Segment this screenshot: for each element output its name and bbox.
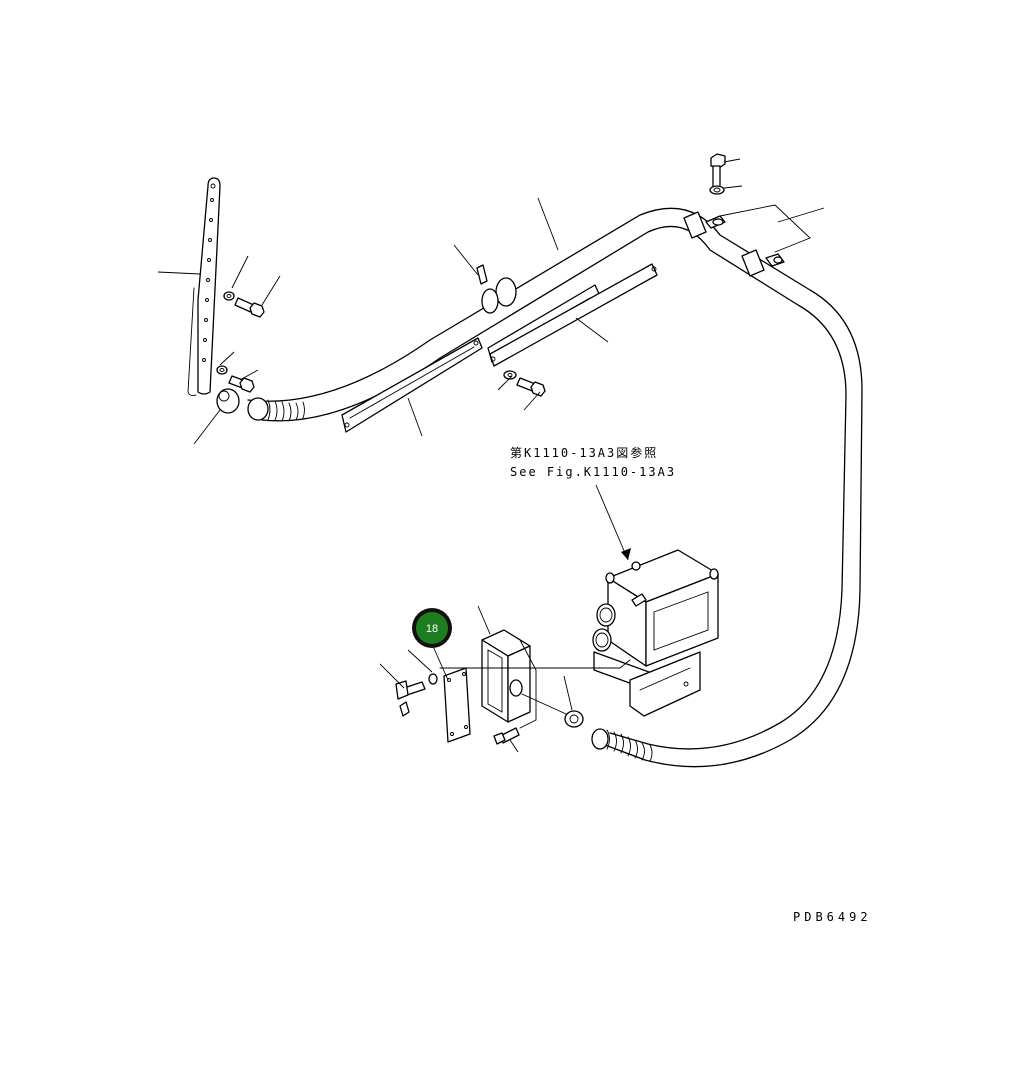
relay-box [481, 629, 537, 729]
cover-plate-18 [443, 667, 471, 743]
reference-arrow [595, 484, 631, 561]
reference-note-en: See Fig.K1110-13A3 [510, 465, 676, 479]
spiral-wrap-left [247, 397, 305, 422]
spiral-wrap-bottom [591, 728, 653, 762]
connector-wire [439, 659, 631, 715]
callout-18-label: 18 [426, 623, 438, 635]
wire-harness-loop [247, 207, 863, 768]
clamp-upper-right [683, 204, 811, 277]
callout-18-fill [416, 612, 448, 644]
leader-lines [157, 158, 825, 753]
vertical-strap [187, 177, 221, 397]
drawing-id: PDB6492 [793, 910, 872, 924]
wing-bolt [395, 673, 438, 717]
bolt-plate [503, 370, 546, 397]
bolt-strap-lower [216, 365, 255, 393]
grommet-left [216, 388, 240, 414]
grommet-tube [476, 264, 517, 314]
cover-plate-far [489, 263, 658, 367]
bolt-bottom [493, 727, 520, 745]
bolt-top-right [709, 153, 726, 195]
bolt-strap-upper [223, 291, 265, 318]
cover-plate-left [341, 337, 483, 433]
controller-box [592, 549, 719, 717]
callout-18[interactable]: 18 [412, 608, 452, 648]
clip-bottom [564, 710, 584, 728]
reference-note-jp: 第K1110-13A3図参照 [510, 445, 658, 460]
